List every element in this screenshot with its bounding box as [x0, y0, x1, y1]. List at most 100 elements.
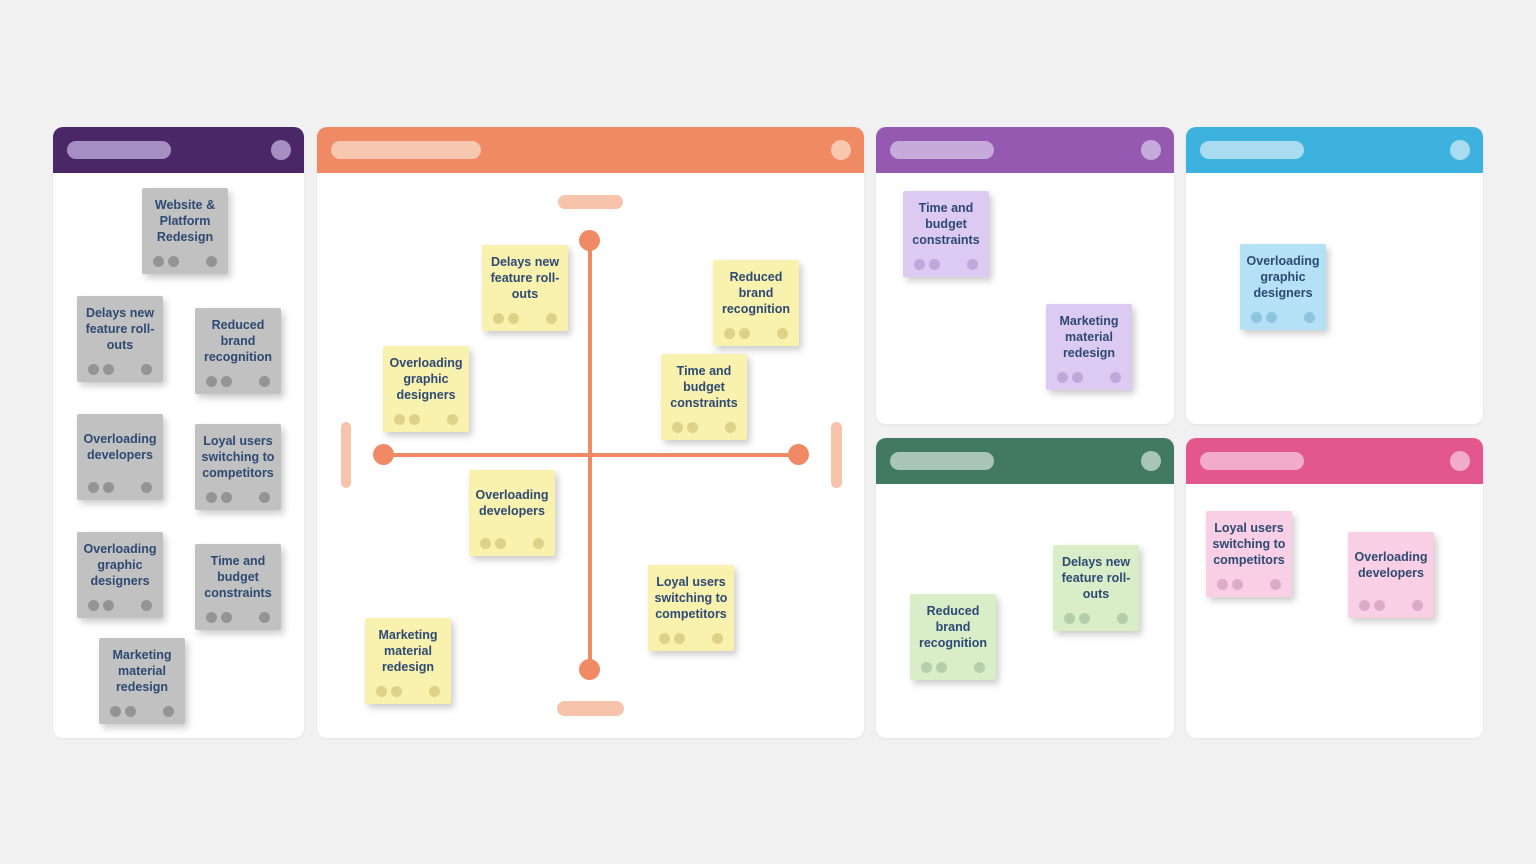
sticky-note[interactable]: Time and budget constraints: [195, 544, 281, 630]
note-dot: [1359, 600, 1370, 611]
note-dot: [1374, 600, 1385, 611]
frame-menu-dot-icon: [1450, 451, 1470, 471]
sticky-note[interactable]: Marketing material redesign: [1046, 304, 1132, 390]
frame-menu-dot-icon: [1450, 140, 1470, 160]
frame-menu-dot-icon: [1141, 451, 1161, 471]
frame-green[interactable]: Reduced brand recognition Delays new fea…: [876, 438, 1174, 738]
sticky-note[interactable]: Overloading graphic designers: [1240, 244, 1326, 330]
note-dot: [221, 376, 232, 387]
sticky-note-text: Loyal users switching to competitors: [201, 434, 275, 480]
note-dot: [394, 414, 405, 425]
note-dot: [206, 612, 217, 623]
sticky-note-text: Marketing material redesign: [378, 628, 438, 674]
sticky-note[interactable]: Time and budget constraints: [661, 354, 747, 440]
frame-menu-dot-icon: [271, 140, 291, 160]
sticky-note-text: Overloading graphic designers: [1246, 254, 1320, 300]
note-dot: [1412, 600, 1423, 611]
note-dot: [739, 328, 750, 339]
note-dot: [168, 256, 179, 267]
frame-blue[interactable]: Overloading graphic designers: [1186, 127, 1483, 424]
frame-header[interactable]: [1186, 127, 1483, 173]
note-dot: [480, 538, 491, 549]
note-dot: [1064, 613, 1075, 624]
sticky-note-text: Overloading developers: [83, 432, 157, 462]
sticky-note[interactable]: Loyal users switching to competitors: [195, 424, 281, 510]
sticky-note-text: Overloading developers: [475, 488, 549, 518]
axis-endpoint-bottom: [579, 659, 600, 680]
sticky-note-text: Overloading graphic designers: [83, 542, 157, 588]
sticky-note[interactable]: Overloading developers: [1348, 532, 1434, 618]
sticky-note[interactable]: Marketing material redesign: [365, 618, 451, 704]
note-dot: [936, 662, 947, 673]
sticky-note[interactable]: Overloading graphic designers: [383, 346, 469, 432]
sticky-note[interactable]: Overloading graphic designers: [77, 532, 163, 618]
frame-gray[interactable]: Website & Platform Redesign Delays new f…: [53, 127, 304, 738]
frame-menu-dot-icon: [831, 140, 851, 160]
sticky-note-text: Reduced brand recognition: [203, 318, 273, 364]
sticky-note-text: Time and budget constraints: [912, 201, 980, 247]
sticky-note[interactable]: Reduced brand recognition: [910, 594, 996, 680]
note-dot: [259, 492, 270, 503]
note-dot: [88, 364, 99, 375]
frame-header[interactable]: [876, 127, 1174, 173]
sticky-note[interactable]: Overloading developers: [469, 470, 555, 556]
frame-header[interactable]: [317, 127, 864, 173]
frame-quadrant[interactable]: Delays new feature roll-outs Reduced bra…: [317, 127, 864, 738]
sticky-note[interactable]: Reduced brand recognition: [195, 308, 281, 394]
note-dot: [495, 538, 506, 549]
note-dot: [1304, 312, 1315, 323]
note-dot: [88, 482, 99, 493]
axis-label-pill-top: [558, 195, 623, 209]
frame-header[interactable]: [876, 438, 1174, 484]
note-dot: [659, 633, 670, 644]
note-dot: [259, 376, 270, 387]
sticky-note[interactable]: Delays new feature roll-outs: [1053, 545, 1139, 631]
sticky-note-text: Marketing material redesign: [112, 648, 172, 694]
sticky-note-text: Delays new feature roll-outs: [85, 306, 155, 352]
sticky-note-text: Marketing material redesign: [1059, 314, 1119, 360]
quadrant-axis-horizontal: [384, 453, 799, 457]
note-dot: [1079, 613, 1090, 624]
frame-title-pill: [1200, 141, 1304, 159]
note-dot: [259, 612, 270, 623]
note-dot: [687, 422, 698, 433]
note-dot: [103, 364, 114, 375]
note-dot: [141, 482, 152, 493]
frame-title-pill: [890, 141, 994, 159]
sticky-note[interactable]: Time and budget constraints: [903, 191, 989, 277]
note-dot: [153, 256, 164, 267]
note-dot: [1117, 613, 1128, 624]
note-dot: [1270, 579, 1281, 590]
sticky-note[interactable]: Delays new feature roll-outs: [77, 296, 163, 382]
frame-pink[interactable]: Loyal users switching to competitors Ove…: [1186, 438, 1483, 738]
note-dot: [777, 328, 788, 339]
note-dot: [725, 422, 736, 433]
sticky-note[interactable]: Overloading developers: [77, 414, 163, 500]
note-dot: [221, 492, 232, 503]
sticky-note[interactable]: Loyal users switching to competitors: [648, 565, 734, 651]
note-dot: [141, 600, 152, 611]
sticky-note[interactable]: Delays new feature roll-outs: [482, 245, 568, 331]
frame-header[interactable]: [53, 127, 304, 173]
note-dot: [125, 706, 136, 717]
sticky-note-text: Website & Platform Redesign: [154, 198, 216, 244]
note-dot: [914, 259, 925, 270]
frame-purple[interactable]: Time and budget constraints Marketing ma…: [876, 127, 1174, 424]
note-dot: [1057, 372, 1068, 383]
frame-title-pill: [331, 141, 481, 159]
frame-title-pill: [67, 141, 171, 159]
note-dot: [674, 633, 685, 644]
note-dot: [724, 328, 735, 339]
note-dot: [921, 662, 932, 673]
sticky-note-text: Reduced brand recognition: [918, 604, 988, 650]
note-dot: [206, 376, 217, 387]
sticky-note[interactable]: Reduced brand recognition: [713, 260, 799, 346]
sticky-note[interactable]: Marketing material redesign: [99, 638, 185, 724]
sticky-note-text: Loyal users switching to competitors: [654, 575, 728, 621]
frame-header[interactable]: [1186, 438, 1483, 484]
sticky-note[interactable]: Website & Platform Redesign: [142, 188, 228, 274]
note-dot: [103, 482, 114, 493]
sticky-note[interactable]: Loyal users switching to competitors: [1206, 511, 1292, 597]
note-dot: [409, 414, 420, 425]
axis-label-pill-left: [341, 422, 351, 488]
